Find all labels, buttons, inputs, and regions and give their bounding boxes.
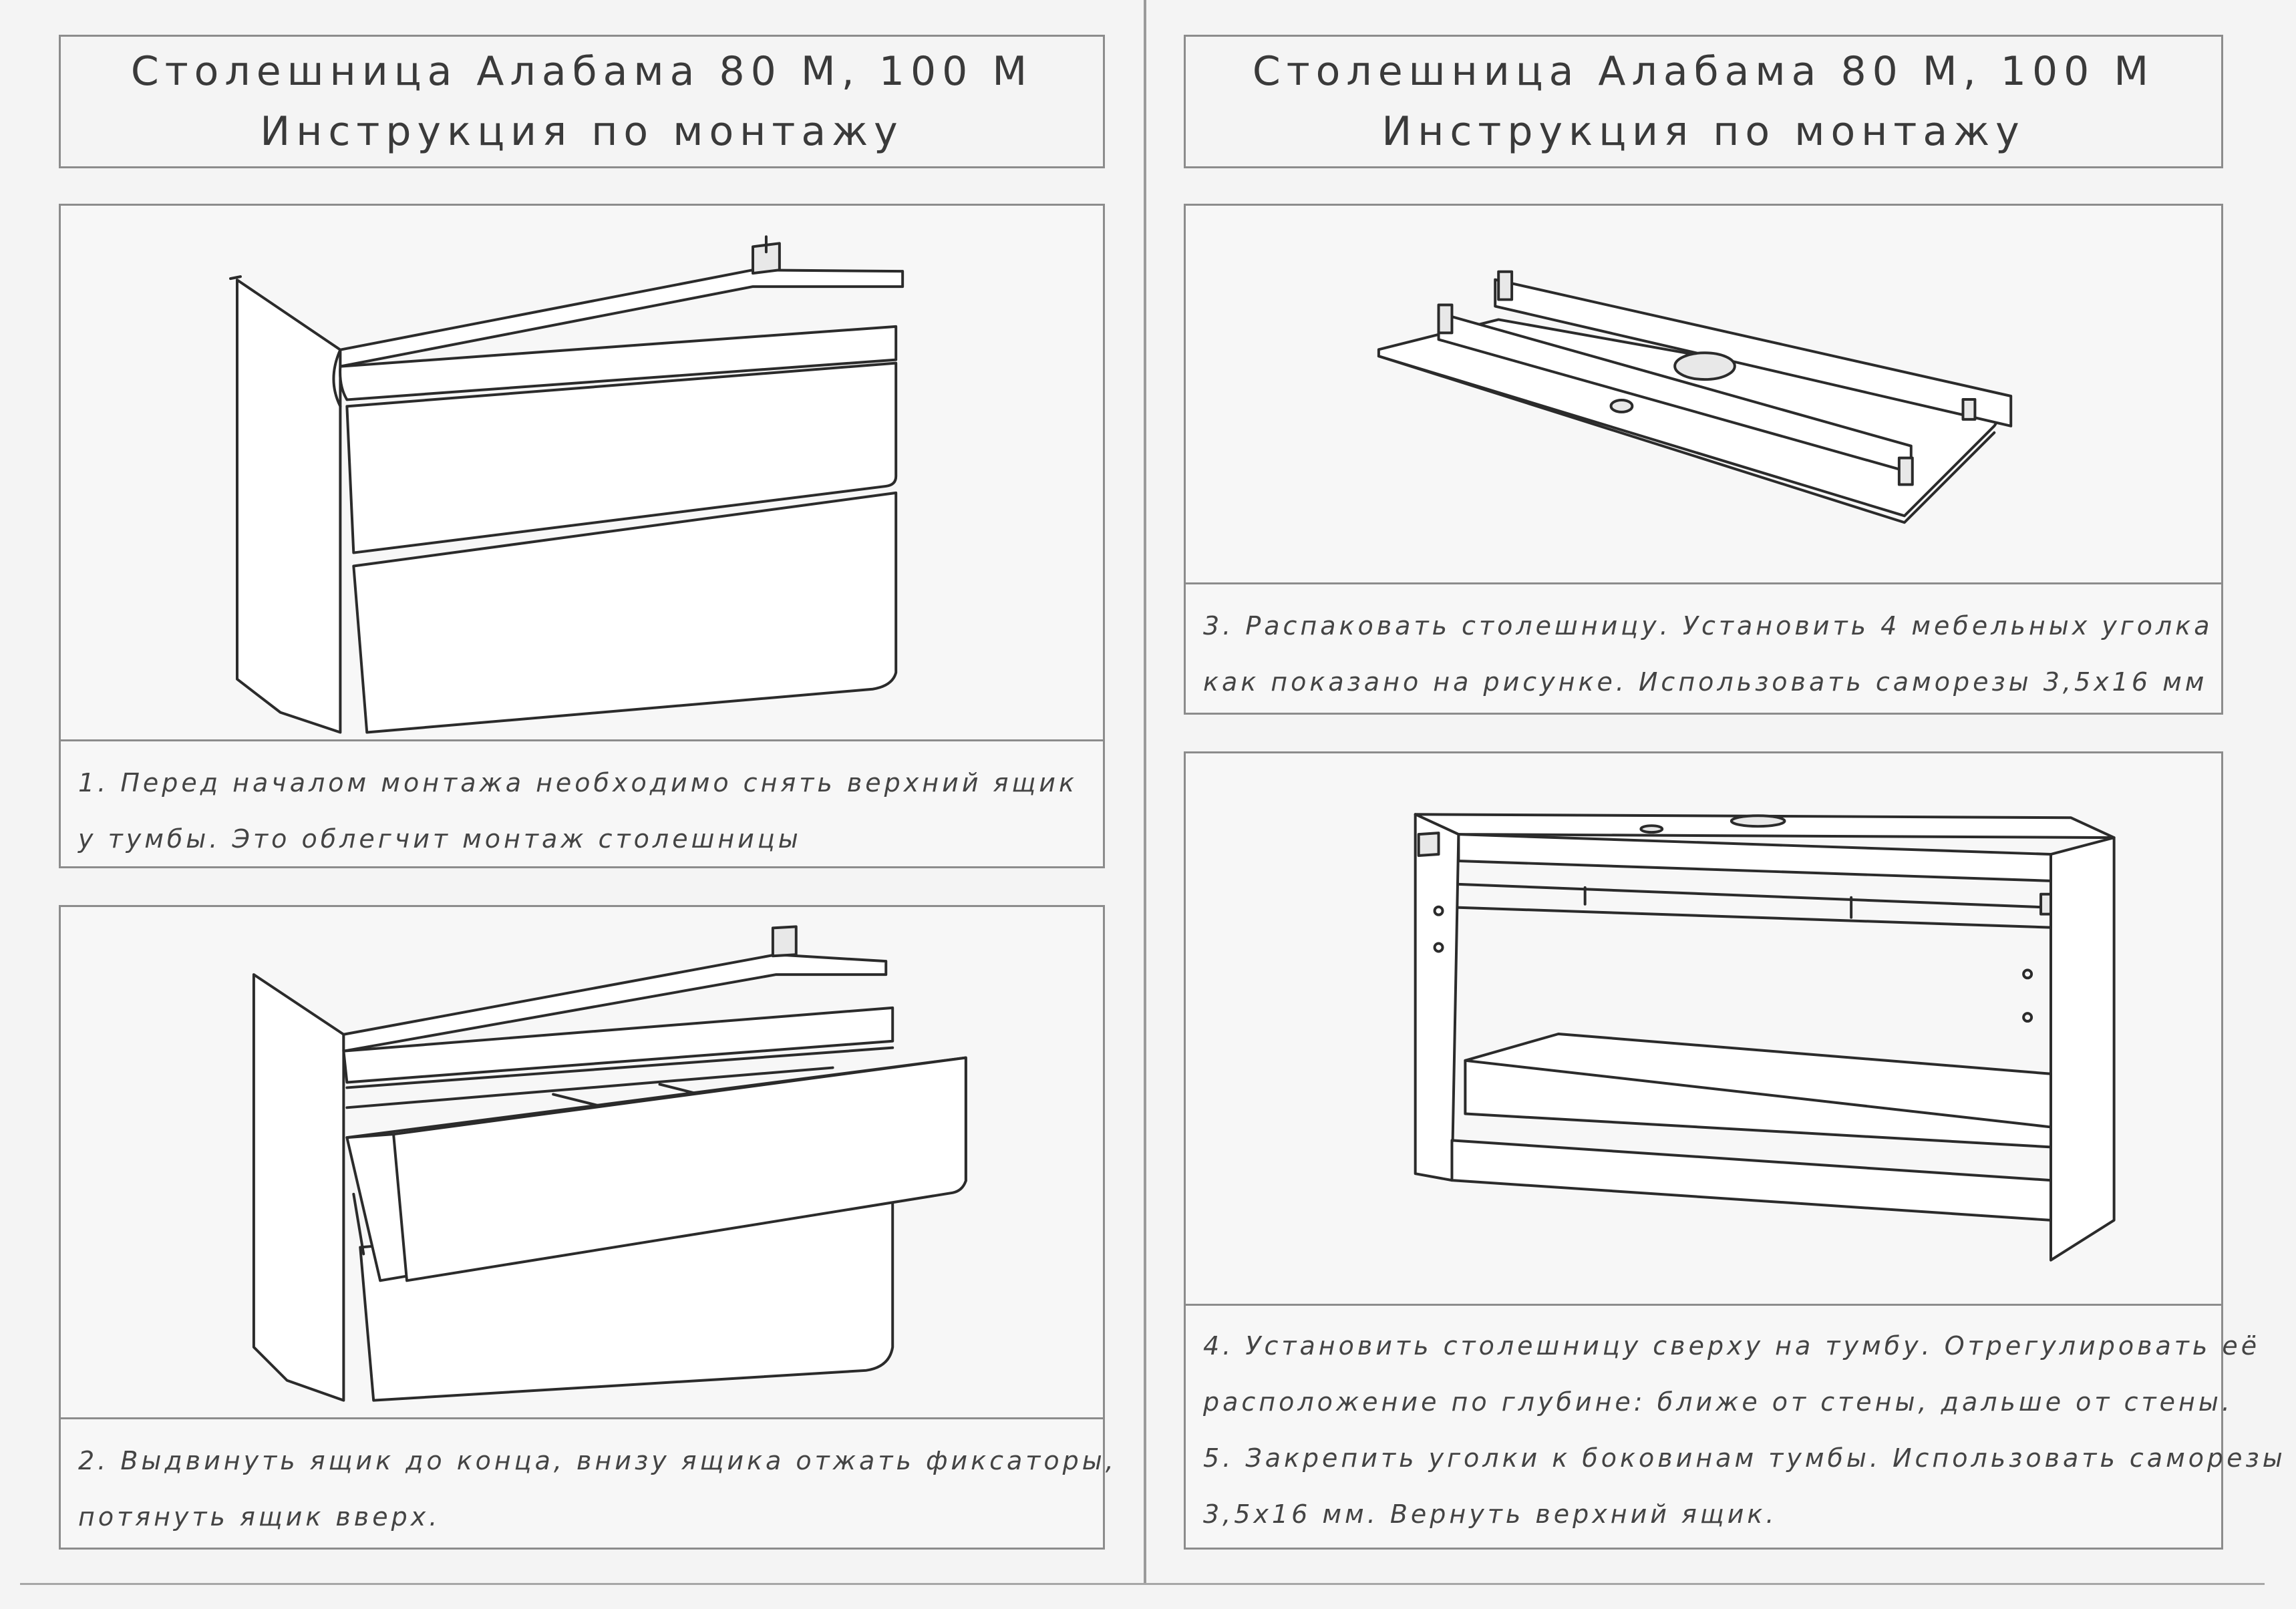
countertop-with-brackets-drawing	[1377, 270, 2013, 524]
step-4-text-line1: 4. Установить столешницу сверху на тумбу…	[1203, 1331, 2261, 1361]
right-title-box: Столешница Алабама 80 М, 100 М Инструкци…	[1184, 35, 2223, 168]
step-2-caption: 2. Выдвинуть ящик до конца, внизу ящика …	[61, 1417, 1117, 1548]
bottom-border	[20, 1583, 2265, 1585]
step-3-caption: 3. Распаковать столешницу. Установить 4 …	[1186, 582, 2221, 713]
step-3-text-line2: как показано на рисунке. Использовать са…	[1203, 667, 2208, 697]
step-5-text-line2: 3,5х16 мм. Вернуть верхний ящик.	[1203, 1499, 1778, 1529]
countertop-on-cabinet-drawing	[1414, 813, 2116, 1262]
step-3-text-line1: 3. Распаковать столешницу. Установить 4 …	[1203, 611, 2213, 641]
step-2-figure	[61, 907, 1103, 1421]
step-2-panel: 2. Выдвинуть ящик до конца, внизу ящика …	[59, 905, 1117, 1550]
step-2-text-line1: 2. Выдвинуть ящик до конца, внизу ящика …	[78, 1446, 1117, 1475]
step-1-caption: 1. Перед началом монтажа необходимо снят…	[61, 739, 1103, 866]
step-2-text-line2: потянуть ящик вверх.	[78, 1502, 441, 1532]
step-4-5-caption: 4. Установить столешницу сверху на тумбу…	[1186, 1304, 2286, 1548]
step-4-5-panel: 4. Установить столешницу сверху на тумбу…	[1184, 751, 2286, 1550]
right-title-product: Столешница Алабама 80 М, 100 М	[1252, 48, 2155, 95]
cabinet-closed-drawing	[229, 235, 905, 734]
column-divider	[1144, 0, 1146, 1583]
left-title-instruction: Инструкция по монтажу	[260, 108, 904, 155]
step-4-text-line2: расположение по глубине: ближе от стены,…	[1203, 1387, 2233, 1417]
step-3-panel: 3. Распаковать столешницу. Установить 4 …	[1184, 204, 2223, 715]
left-title-box: Столешница Алабама 80 М, 100 М Инструкци…	[59, 35, 1105, 168]
step-1-text-line1: 1. Перед началом монтажа необходимо снят…	[78, 768, 1078, 797]
step-3-figure	[1186, 206, 2221, 586]
step-1-figure	[61, 206, 1103, 743]
cabinet-drawer-open-drawing	[252, 925, 967, 1402]
right-title-instruction: Инструкция по монтажу	[1381, 108, 2025, 155]
left-title-product: Столешница Алабама 80 М, 100 М	[130, 48, 1033, 95]
step-1-text-line2: у тумбы. Это облегчит монтаж столешницы	[78, 824, 802, 854]
step-1-panel: 1. Перед началом монтажа необходимо снят…	[59, 204, 1105, 868]
step-5-text-line1: 5. Закрепить уголки к боковинам тумбы. И…	[1203, 1443, 2286, 1473]
step-4-5-figure	[1186, 753, 2221, 1308]
